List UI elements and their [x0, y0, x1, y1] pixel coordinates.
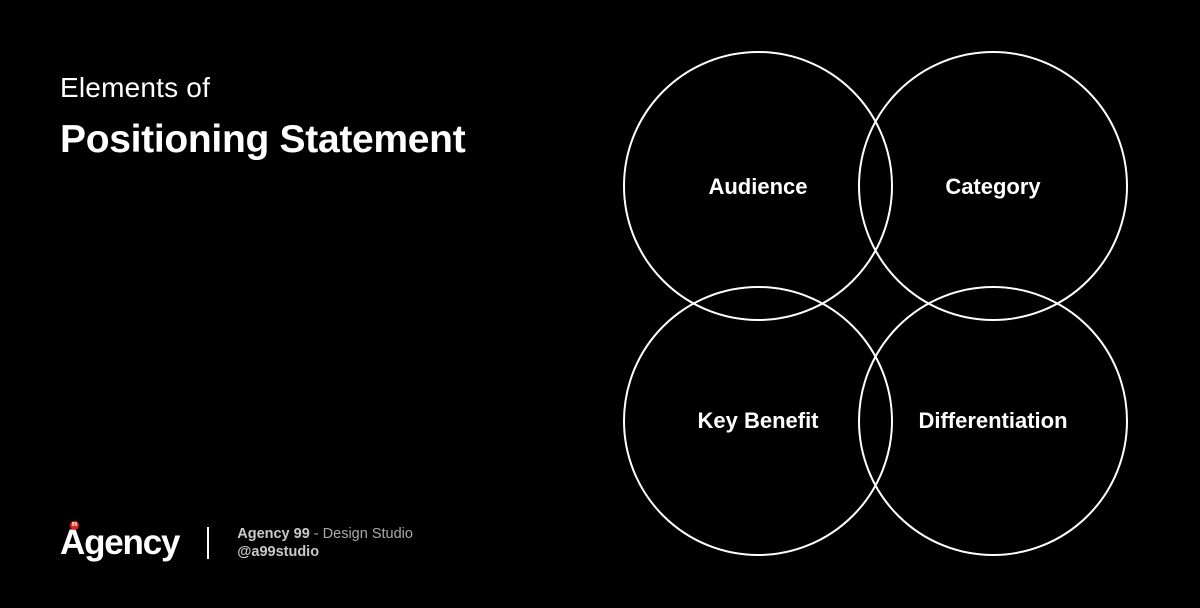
- studio-handle[interactable]: @a99studio: [237, 544, 320, 560]
- label-category: Category: [945, 174, 1041, 199]
- subtitle: Elements of: [60, 72, 211, 103]
- label-audience: Audience: [708, 174, 807, 199]
- circle-differentiation: [858, 286, 1128, 556]
- circle-category: [858, 51, 1128, 321]
- page-title: Positioning Statement: [60, 118, 466, 161]
- label-differentiation: Differentiation: [918, 408, 1067, 433]
- footer-divider: [207, 527, 210, 559]
- circle-audience: [623, 51, 893, 321]
- studio-desc: - Design Studio: [309, 526, 413, 542]
- logo-text: Agency: [60, 523, 180, 562]
- logo-badge: 99: [70, 521, 79, 530]
- studio-name: Agency 99: [237, 526, 310, 542]
- studio-info: Agency 99 - Design Studio @a99studio: [237, 525, 413, 561]
- circle-key-benefit: [623, 286, 893, 556]
- label-key-benefit: Key Benefit: [697, 408, 819, 433]
- footer: 99 Agency Agency 99 - Design Studio @a99…: [60, 520, 413, 566]
- heading: Elements of Positioning Statement: [60, 70, 466, 164]
- agency-logo[interactable]: 99 Agency: [60, 521, 180, 563]
